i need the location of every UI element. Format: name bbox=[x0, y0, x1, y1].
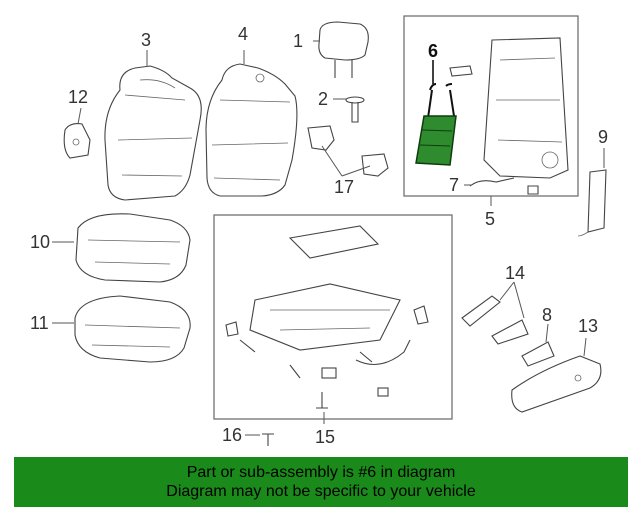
seat-adjuster-box bbox=[213, 214, 453, 420]
callout-1: 1 bbox=[293, 31, 304, 51]
headrest-guide-part bbox=[345, 96, 365, 123]
seat-cushion-cover-part bbox=[75, 213, 191, 283]
callout-2: 2 bbox=[318, 89, 329, 109]
callout-8: 8 bbox=[542, 305, 553, 325]
callout-5: 5 bbox=[485, 209, 496, 229]
hinge-cover-part bbox=[63, 123, 91, 159]
seat-back-part bbox=[205, 63, 298, 197]
callout-4: 4 bbox=[238, 24, 249, 44]
lumbar-support-part-highlighted bbox=[415, 83, 457, 166]
callout-6: 6 bbox=[428, 41, 439, 61]
callout-9: 9 bbox=[598, 127, 609, 147]
callout-12: 12 bbox=[68, 87, 89, 107]
seat-adjuster-part bbox=[225, 225, 429, 409]
callout-16: 16 bbox=[222, 425, 243, 445]
seat-back-cover-part bbox=[104, 65, 202, 201]
wire-harness-part bbox=[469, 177, 539, 195]
callout-14: 14 bbox=[505, 263, 526, 283]
callout-3: 3 bbox=[141, 30, 152, 50]
bracket-part bbox=[307, 125, 389, 177]
callout-7: 7 bbox=[449, 175, 460, 195]
callout-13: 13 bbox=[578, 316, 599, 336]
callout-10: 10 bbox=[30, 232, 51, 252]
seat-back-frame-part bbox=[449, 37, 569, 179]
part-notice-banner: Part or sub-assembly is #6 in diagram Di… bbox=[14, 457, 628, 507]
side-airbag-part bbox=[577, 169, 607, 237]
headrest-part bbox=[318, 21, 369, 78]
callout-15: 15 bbox=[315, 427, 336, 447]
side-trim-part bbox=[461, 295, 602, 413]
callout-17: 17 bbox=[334, 177, 355, 197]
leader-lines bbox=[52, 40, 605, 436]
callout-11: 11 bbox=[30, 313, 49, 333]
banner-line-disclaimer: Diagram may not be specific to your vehi… bbox=[166, 483, 476, 500]
bolt-part bbox=[262, 433, 274, 446]
banner-line-part-number: Part or sub-assembly is #6 in diagram bbox=[186, 464, 456, 481]
seat-cushion-part bbox=[74, 295, 191, 363]
